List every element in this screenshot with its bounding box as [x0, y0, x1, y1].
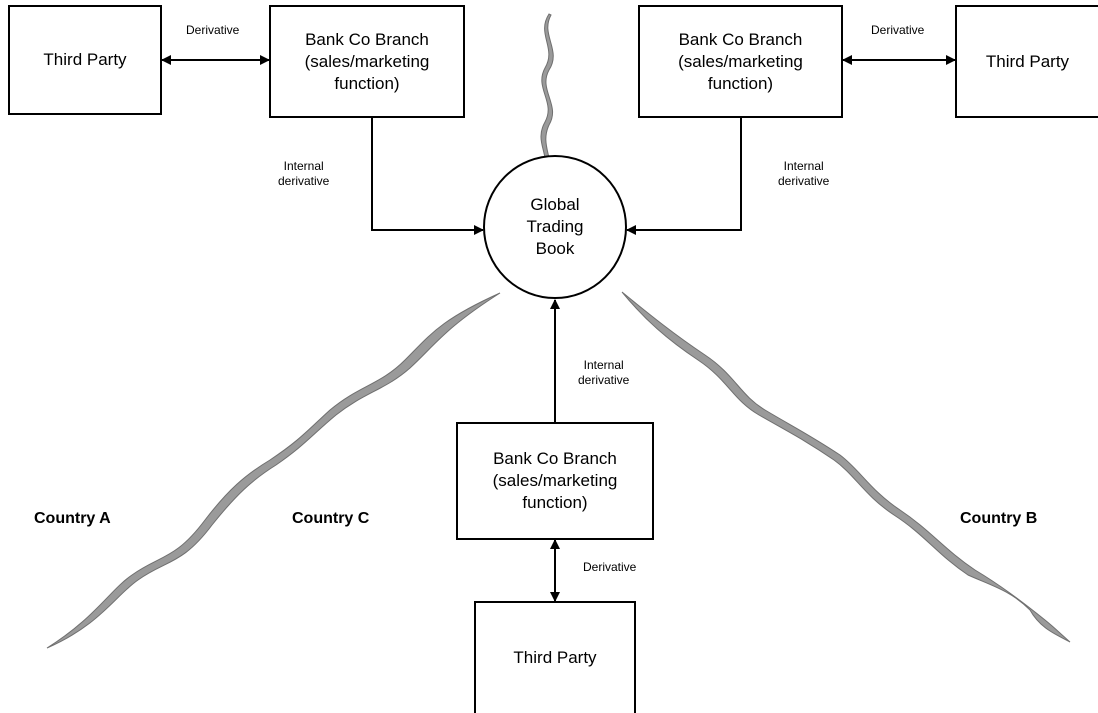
- derivative-left-label: Derivative: [186, 23, 240, 37]
- third-party-left-box: Third Party: [8, 5, 162, 115]
- country-a-label: Country A: [34, 510, 111, 527]
- internal-derivative-bottom-label: Internal derivative: [578, 358, 630, 387]
- bank-branch-right-box: Bank Co Branch (sales/marketing function…: [638, 5, 843, 118]
- bank-branch-bottom-label: Bank Co Branch (sales/marketing function…: [492, 449, 618, 512]
- third-party-right-label: Third Party: [985, 51, 1070, 71]
- border-left: [46, 292, 501, 649]
- global-trading-book-label: Global Trading Book: [526, 195, 584, 258]
- internal-right-connector: [626, 118, 742, 235]
- internal-derivative-left-label: Internal derivative: [278, 159, 330, 188]
- connectors: [161, 55, 956, 602]
- border-right: [621, 291, 1071, 643]
- third-party-left-label: Third Party: [43, 50, 127, 69]
- bank-branch-left-box: Bank Co Branch (sales/marketing function…: [269, 5, 465, 118]
- bank-branch-right-label: Bank Co Branch (sales/marketing function…: [678, 29, 803, 93]
- third-party-right-box: Third Party: [955, 5, 1098, 118]
- derivative-right-label: Derivative: [871, 23, 925, 37]
- derivative-bottom-label: Derivative: [583, 560, 637, 574]
- country-c-label: Country C: [292, 510, 370, 527]
- border-top: [540, 13, 554, 159]
- global-trading-book-node: Global Trading Book: [483, 155, 627, 299]
- country-b-label: Country B: [960, 510, 1038, 527]
- internal-left-connector: [371, 118, 484, 235]
- bank-branch-bottom-box: Bank Co Branch (sales/marketing function…: [456, 422, 654, 540]
- country-borders: [46, 13, 1071, 649]
- bank-branch-left-label: Bank Co Branch (sales/marketing function…: [304, 29, 430, 93]
- third-party-bottom-box: Third Party: [474, 601, 636, 713]
- internal-derivative-right-label: Internal derivative: [778, 159, 830, 188]
- third-party-bottom-label: Third Party: [513, 648, 597, 667]
